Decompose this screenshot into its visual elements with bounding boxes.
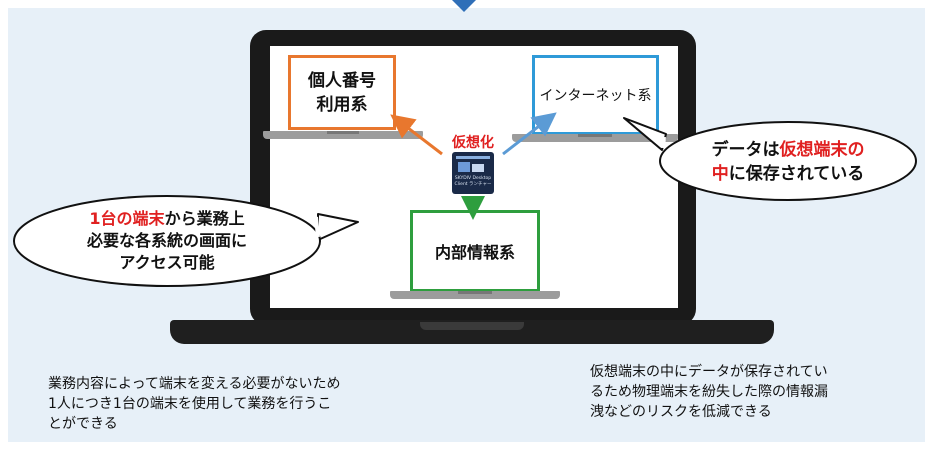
arrow-to-internet	[502, 112, 557, 156]
icon-subtitle: Client ランチャー	[454, 182, 492, 187]
launcher-app-icon[interactable]: SKYDIV Desktop Client ランチャー	[452, 152, 494, 194]
bubble-left-highlight: 1台の端末	[89, 209, 165, 228]
bubble-left-text: 1台の端末から業務上 必要な各系統の画面に アクセス可能	[40, 208, 294, 274]
bubble-left-line3: アクセス可能	[119, 253, 215, 272]
icon-topbar	[456, 156, 490, 159]
bubble-left-line1: から業務上	[164, 209, 245, 228]
system-internet-base	[512, 134, 678, 142]
caption-left: 業務内容によって端末を変える必要がないため 1人につき1台の端末を使用して業務を…	[48, 376, 341, 432]
icon-title: SKYDIV Desktop	[454, 176, 492, 181]
system-personal-number-label: 個人番号 利用系	[308, 70, 376, 115]
bubble-right-text: データは仮想端末の 中に保存されている	[682, 138, 894, 186]
speech-bubble-right	[623, 117, 917, 201]
system-personal-number-base	[263, 131, 423, 139]
bubble-right-highlight: 仮想端末の	[779, 140, 865, 160]
bubble-right-highlight-2: 中	[711, 164, 729, 184]
bubble-right-line2: に保存されている	[728, 164, 865, 184]
speech-bubble-left	[13, 195, 359, 287]
bubble-right-prefix: データは	[711, 140, 780, 160]
system-internal-label: 内部情報系	[434, 243, 515, 262]
icon-window-shape-2	[472, 164, 484, 172]
arrow-to-personal-number	[390, 114, 443, 156]
chevron-down-icon	[452, 0, 476, 12]
system-internal-base	[390, 291, 560, 299]
icon-window-shape	[458, 162, 470, 172]
caption-right: 仮想端末の中にデータが保存されてい るため物理端末を紛失した際の情報漏 洩などの…	[590, 364, 828, 420]
system-personal-number-screen: 個人番号 利用系	[288, 55, 396, 130]
bubble-left-line2: 必要な各系統の画面に	[86, 231, 247, 250]
laptop-notch	[420, 322, 524, 330]
system-internet-label: インターネット系	[539, 88, 652, 104]
icon-caption: SKYDIV Desktop Client ランチャー	[453, 176, 493, 188]
virtualization-label: 仮想化	[452, 135, 494, 151]
